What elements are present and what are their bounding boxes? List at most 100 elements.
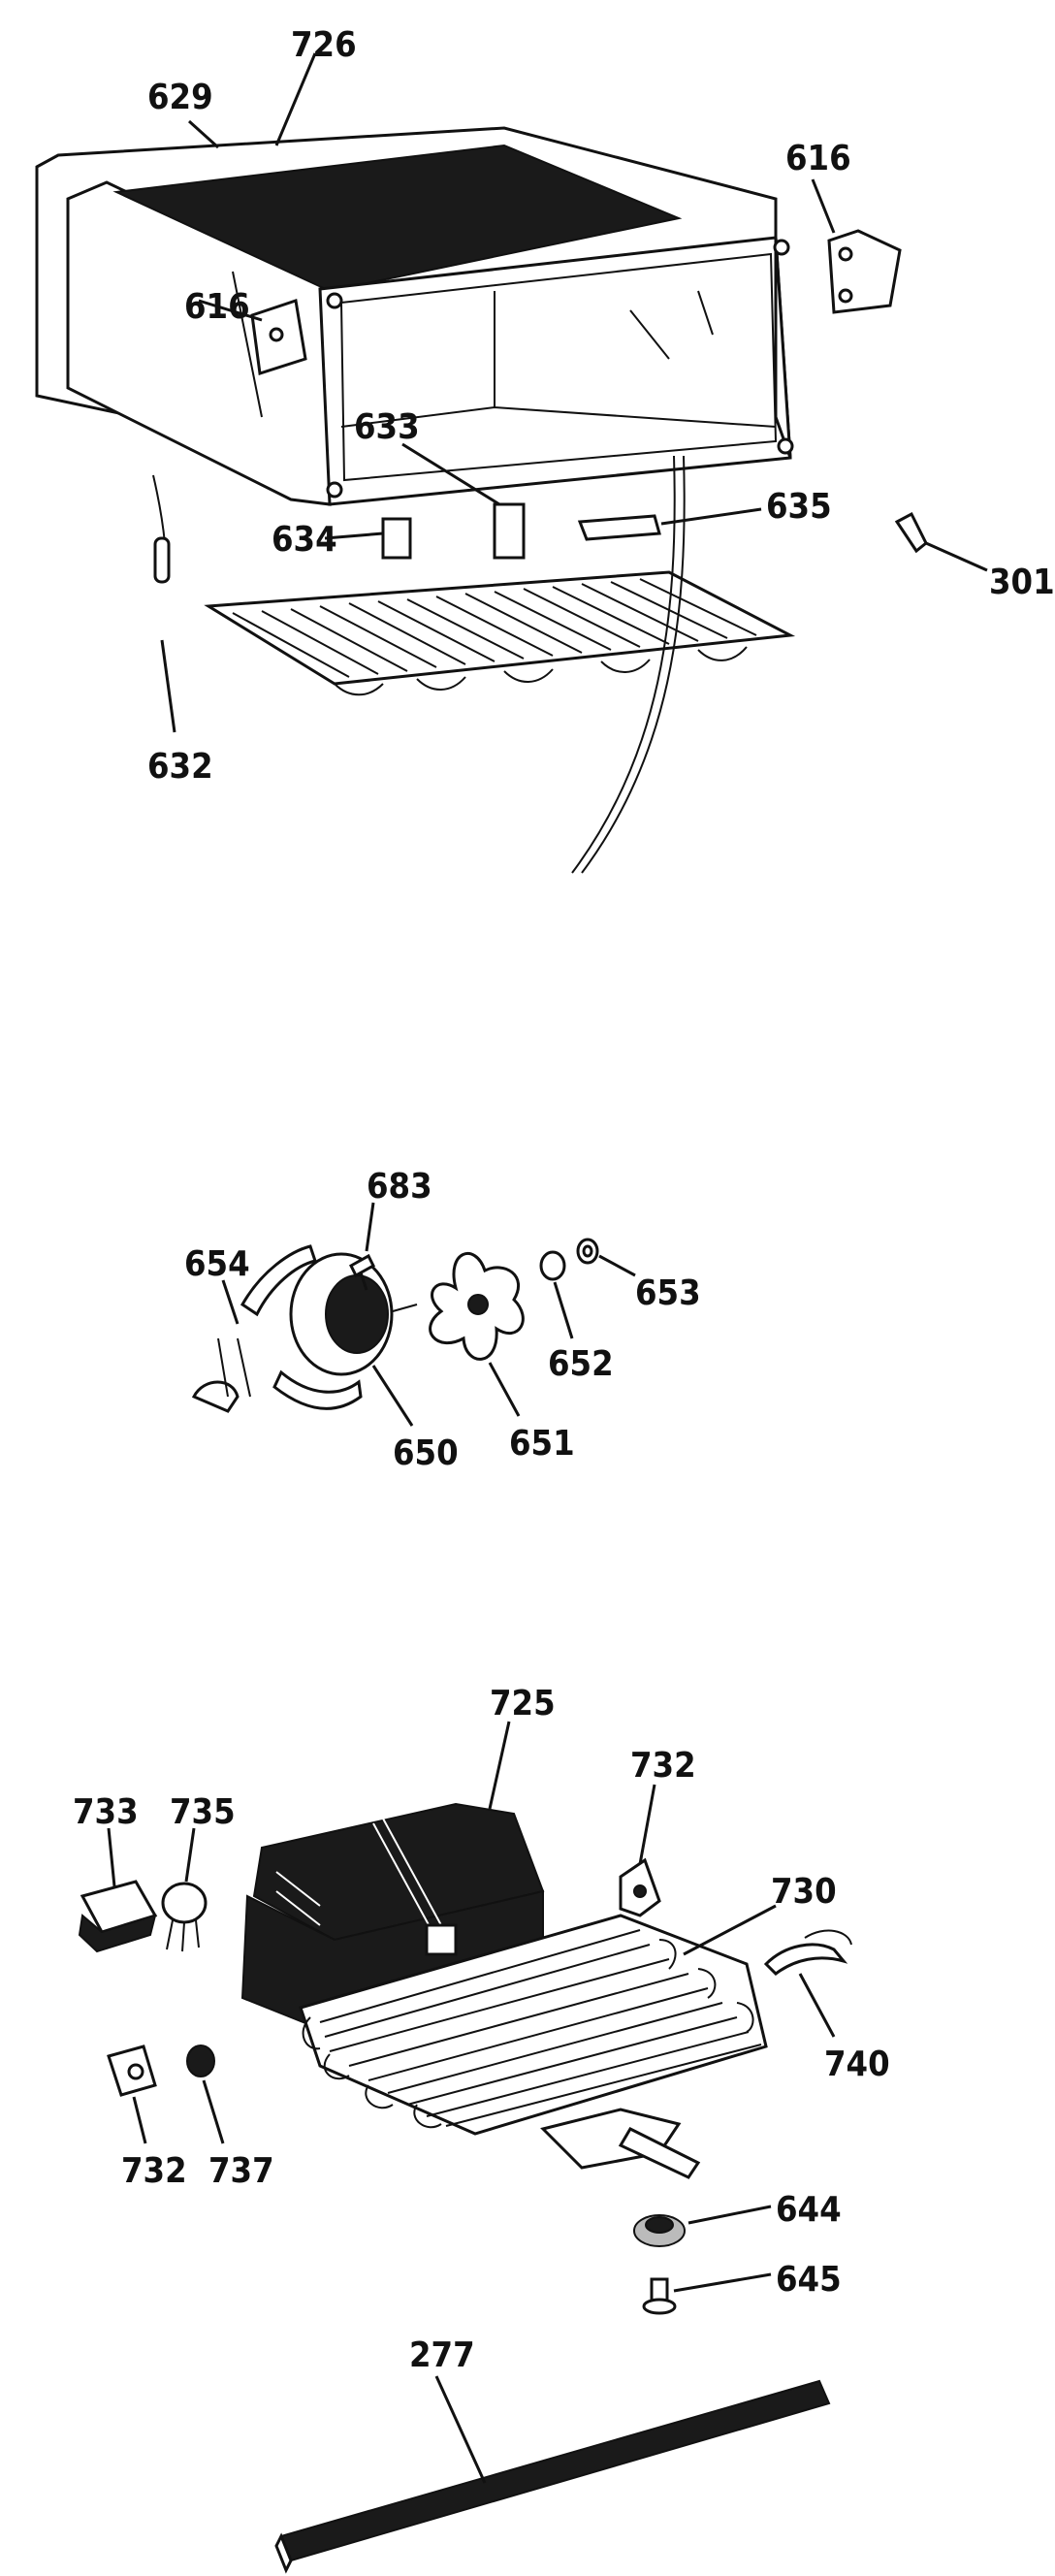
right-side-wall (774, 199, 792, 459)
sensor-lead (152, 474, 166, 544)
compressor-highlight (275, 1871, 321, 1926)
leader-635 (660, 507, 762, 526)
relay-733-base (78, 1914, 157, 1953)
screw-301 (894, 511, 928, 554)
leader-629 (187, 119, 220, 149)
leader-633 (401, 442, 500, 506)
evaporator-top-726 (112, 144, 683, 293)
callout-650: 650 (393, 1433, 459, 1473)
callout-632: 632 (147, 747, 213, 787)
leader-301 (925, 541, 988, 572)
condenser-coil-730 (299, 1914, 768, 2136)
leader-644 (687, 2205, 772, 2225)
leader-645 (673, 2272, 772, 2293)
frame-screw (326, 292, 343, 309)
leader-632 (160, 639, 176, 733)
compartment-floor (340, 291, 777, 428)
callout-654: 654 (184, 1244, 250, 1284)
bracket-hole (269, 327, 284, 342)
grommet-644-center (645, 2216, 674, 2234)
callout-644: 644 (776, 2190, 842, 2230)
callout-651: 651 (509, 1424, 575, 1464)
leader-732-bottom (132, 2096, 147, 2144)
overload-735 (161, 1882, 208, 1924)
frame-screw (773, 239, 790, 256)
callout-683: 683 (367, 1167, 432, 1207)
compressor-strap (372, 1818, 442, 1931)
clip-634 (381, 517, 412, 560)
compressor-terminal-cover (425, 1923, 458, 1956)
leader-740 (798, 1973, 836, 2038)
motor-bracket-leg (217, 1337, 251, 1398)
callout-616-left: 616 (184, 287, 250, 327)
leader-732-top (638, 1784, 656, 1865)
callout-301: 301 (989, 563, 1055, 602)
front-opening (339, 252, 778, 482)
nut-653-hole (582, 1244, 593, 1258)
tube-740-hook (804, 1929, 852, 1946)
callout-629: 629 (147, 78, 213, 117)
leader-616-left (198, 299, 263, 322)
clip-633 (493, 502, 526, 560)
leader-726 (274, 52, 317, 146)
overload-leads (166, 1919, 200, 1952)
clip-hole (633, 1884, 647, 1898)
motor-shaft (392, 1304, 418, 1312)
grommet-737 (186, 2045, 215, 2077)
leader-277 (434, 2375, 487, 2484)
motor-bracket-foot (191, 1380, 240, 1413)
frame-screw (326, 481, 343, 499)
callout-726: 726 (291, 25, 357, 65)
callout-652: 652 (548, 1344, 614, 1384)
motor-bracket-lower-arm (272, 1369, 363, 1410)
sleeve-645-flange (642, 2298, 677, 2315)
leader-683 (365, 1202, 375, 1252)
tube-740 (763, 1943, 848, 1976)
coil-return-bends (334, 646, 748, 696)
callout-737: 737 (208, 2151, 274, 2191)
glare-marks (232, 271, 714, 418)
leader-651 (488, 1362, 521, 1417)
rail-end (274, 2532, 293, 2574)
callout-732-bottom: 732 (121, 2151, 187, 2191)
condenser-tubes (319, 1929, 762, 2127)
condenser-bends (302, 1939, 754, 2129)
fan-motor-assembly: 683 654 653 652 650 651 (184, 1167, 701, 1473)
callout-616-right: 616 (785, 139, 851, 178)
callout-635: 635 (766, 487, 832, 527)
leader-733 (107, 1827, 116, 1887)
leader-737 (202, 2079, 225, 2144)
retainer-635 (577, 514, 661, 541)
leader-616-right (811, 178, 836, 234)
leader-652 (553, 1281, 574, 1339)
callout-277: 277 (409, 2335, 475, 2375)
leader-634 (324, 531, 384, 540)
motor-winding (325, 1274, 389, 1354)
callout-725: 725 (490, 1684, 556, 1723)
base-rail-277 (279, 2379, 831, 2562)
frame-screw (777, 437, 794, 455)
callout-633: 633 (354, 407, 420, 447)
clip-hole (127, 2063, 144, 2080)
bracket-hole (838, 246, 853, 262)
leader-650 (371, 1365, 414, 1427)
callout-730: 730 (771, 1872, 837, 1912)
leader-653 (598, 1254, 636, 1277)
fan-hub (467, 1294, 489, 1315)
leader-735 (184, 1827, 196, 1883)
screw-683 (349, 1253, 375, 1291)
sensor-632 (153, 536, 171, 584)
callout-733: 733 (73, 1792, 139, 1832)
callout-645: 645 (776, 2260, 842, 2300)
callout-732-top: 732 (630, 1746, 696, 1786)
callout-634: 634 (272, 520, 337, 560)
bracket-hole (838, 288, 853, 304)
callout-740: 740 (824, 2045, 890, 2084)
leader-730 (683, 1904, 777, 1956)
freezer-compartment-assembly: 726 629 616 616 633 634 635 301 632 (35, 25, 1055, 874)
compressor-condenser-assembly: 725 732 733 735 730 740 732 737 644 645 … (73, 1684, 890, 2574)
callout-735: 735 (170, 1792, 236, 1832)
leader-654 (221, 1279, 240, 1325)
leader-725 (488, 1721, 511, 1810)
